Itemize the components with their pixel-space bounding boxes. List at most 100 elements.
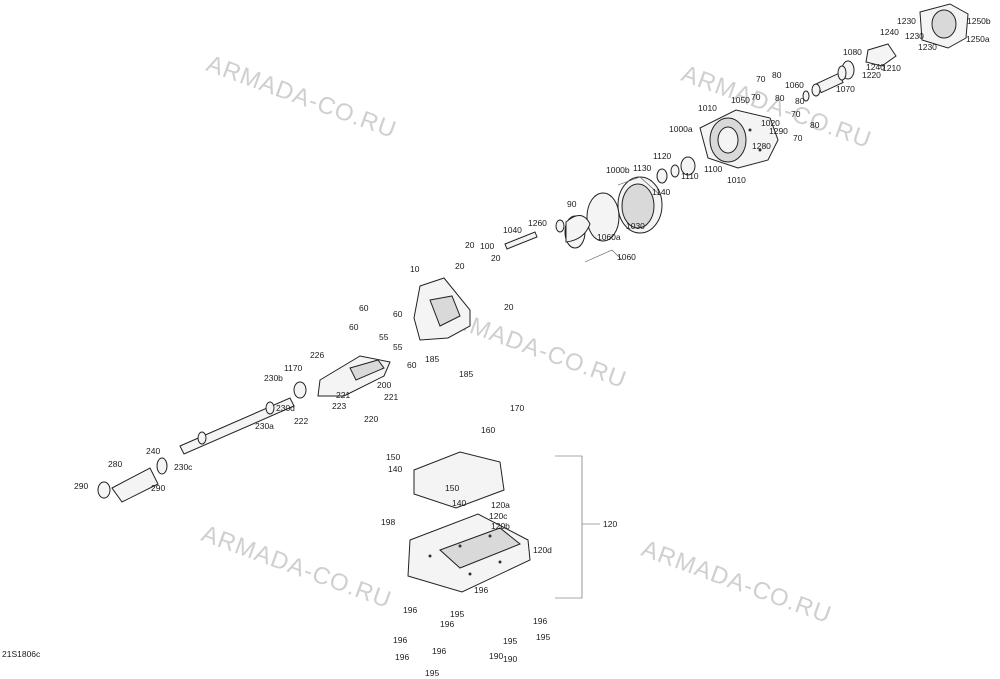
callout-label: 196 [393,635,407,645]
callout-label: 196 [395,652,409,662]
callout-label: 190 [503,654,517,664]
callout-label: 1120 [653,151,672,161]
callout-label: 230a [255,421,274,431]
callout-label: 195 [425,668,439,678]
callout-label: 196 [432,646,446,656]
group-bracket-120 [555,455,583,599]
callout-label: 80 [810,120,820,130]
bracket [413,277,471,341]
callout-label: 150 [445,483,459,493]
callout-label: 198 [381,517,395,527]
callout-label: 1100 [704,164,723,174]
callout-label: 1210 [882,63,901,73]
bearing [293,381,307,399]
callout-label: 1290 [769,126,788,136]
callout-label: 160 [481,425,495,435]
callout-label: 170 [510,403,524,413]
callout-label: 1010 [727,175,746,185]
callout-label: 80 [772,70,782,80]
boot [97,457,168,503]
impeller-shaft-parts [802,60,855,102]
callout-label: 1130 [633,163,652,173]
callout-labels: 1250b 1230 1250a 1240 1230 1230 1240 108… [74,16,991,678]
callout-label: 60 [393,309,403,319]
callout-label: 290 [151,483,165,493]
callout-label: 195 [503,636,517,646]
callout-label: 1110 [681,171,699,181]
callout-label: 240 [146,446,160,456]
callout-label: 1250a [966,34,990,44]
callout-label: 150 [386,452,400,462]
watermark: ARMADA-CO.RU [638,535,835,629]
callout-label: 1260 [528,218,547,228]
callout-label: 230b [264,373,283,383]
callout-label: 80 [795,96,805,106]
callout-label: 1080 [843,47,862,57]
callout-label: 1230 [897,16,916,26]
callout-label: 1240 [866,62,885,72]
callout-label: 10 [410,264,420,274]
callout-label: 70 [756,74,766,84]
callout-label: 120a [491,500,510,510]
callout-label: 1050 [731,95,750,105]
callout-label: 1030 [626,221,645,231]
callout-label: 1060 [617,252,636,262]
callout-label: 230c [174,462,193,472]
watermark: ARMADA-CO.RU [198,520,395,614]
callout-label: 1220 [862,70,881,80]
callout-label: 1250b [967,16,991,26]
callout-label: 196 [440,619,454,629]
callout-label: 1020 [761,118,780,128]
part-drawings [97,3,969,599]
drive-shaft-housing [317,355,391,397]
stator-housing [699,109,779,169]
callout-label: 226 [310,350,324,360]
callout-label: 60 [349,322,359,332]
callout-label: 1000a [669,124,693,134]
callout-label: 185 [425,354,439,364]
callout-label: 100 [480,241,494,251]
callout-label: 1240 [880,27,899,37]
callout-label: 290 [74,481,88,491]
callout-label: 20 [455,261,465,271]
callout-label: 55 [379,332,389,342]
wear-ring [617,176,663,234]
callout-label: 120c [489,511,508,521]
callout-label: 120b [491,521,510,531]
callout-label: 60 [407,360,417,370]
callout-label: 140 [452,498,466,508]
callout-label: 221 [336,390,350,400]
ride-plate [407,513,531,593]
callout-label: 1000b [606,165,630,175]
callout-label: 70 [793,133,803,143]
callout-label: 220 [364,414,378,424]
watermark: ARMADA-CO.RU [203,50,400,144]
callout-label: 120 [603,519,617,529]
callout-label: 200 [377,380,391,390]
impeller [555,215,591,249]
callout-label: 196 [474,585,488,595]
callout-label: 90 [567,199,577,209]
callout-label: 70 [751,92,761,102]
callout-label: 70 [791,109,801,119]
reference-code: 21S1806c [2,649,41,659]
callout-label: 196 [403,605,417,615]
o-rings [656,156,696,184]
callout-label: 223 [332,401,346,411]
venturi-housing [865,3,969,67]
callout-label: 1230 [918,42,937,52]
callout-label: 20 [491,253,501,263]
gasket [413,451,505,509]
callout-label: 222 [294,416,308,426]
callout-label: 120d [533,545,552,555]
callout-label: 140 [388,464,402,474]
callout-label: 20 [465,240,475,250]
callout-label: 1040 [503,225,522,235]
callout-label: 1060 [785,80,804,90]
ring-1030 [586,192,620,242]
callout-label: 55 [393,342,403,352]
callout-label: 280 [108,459,122,469]
group-bracket-1060 [584,249,623,263]
callout-label: 1010 [698,103,717,113]
callout-label: 1230 [905,31,924,41]
